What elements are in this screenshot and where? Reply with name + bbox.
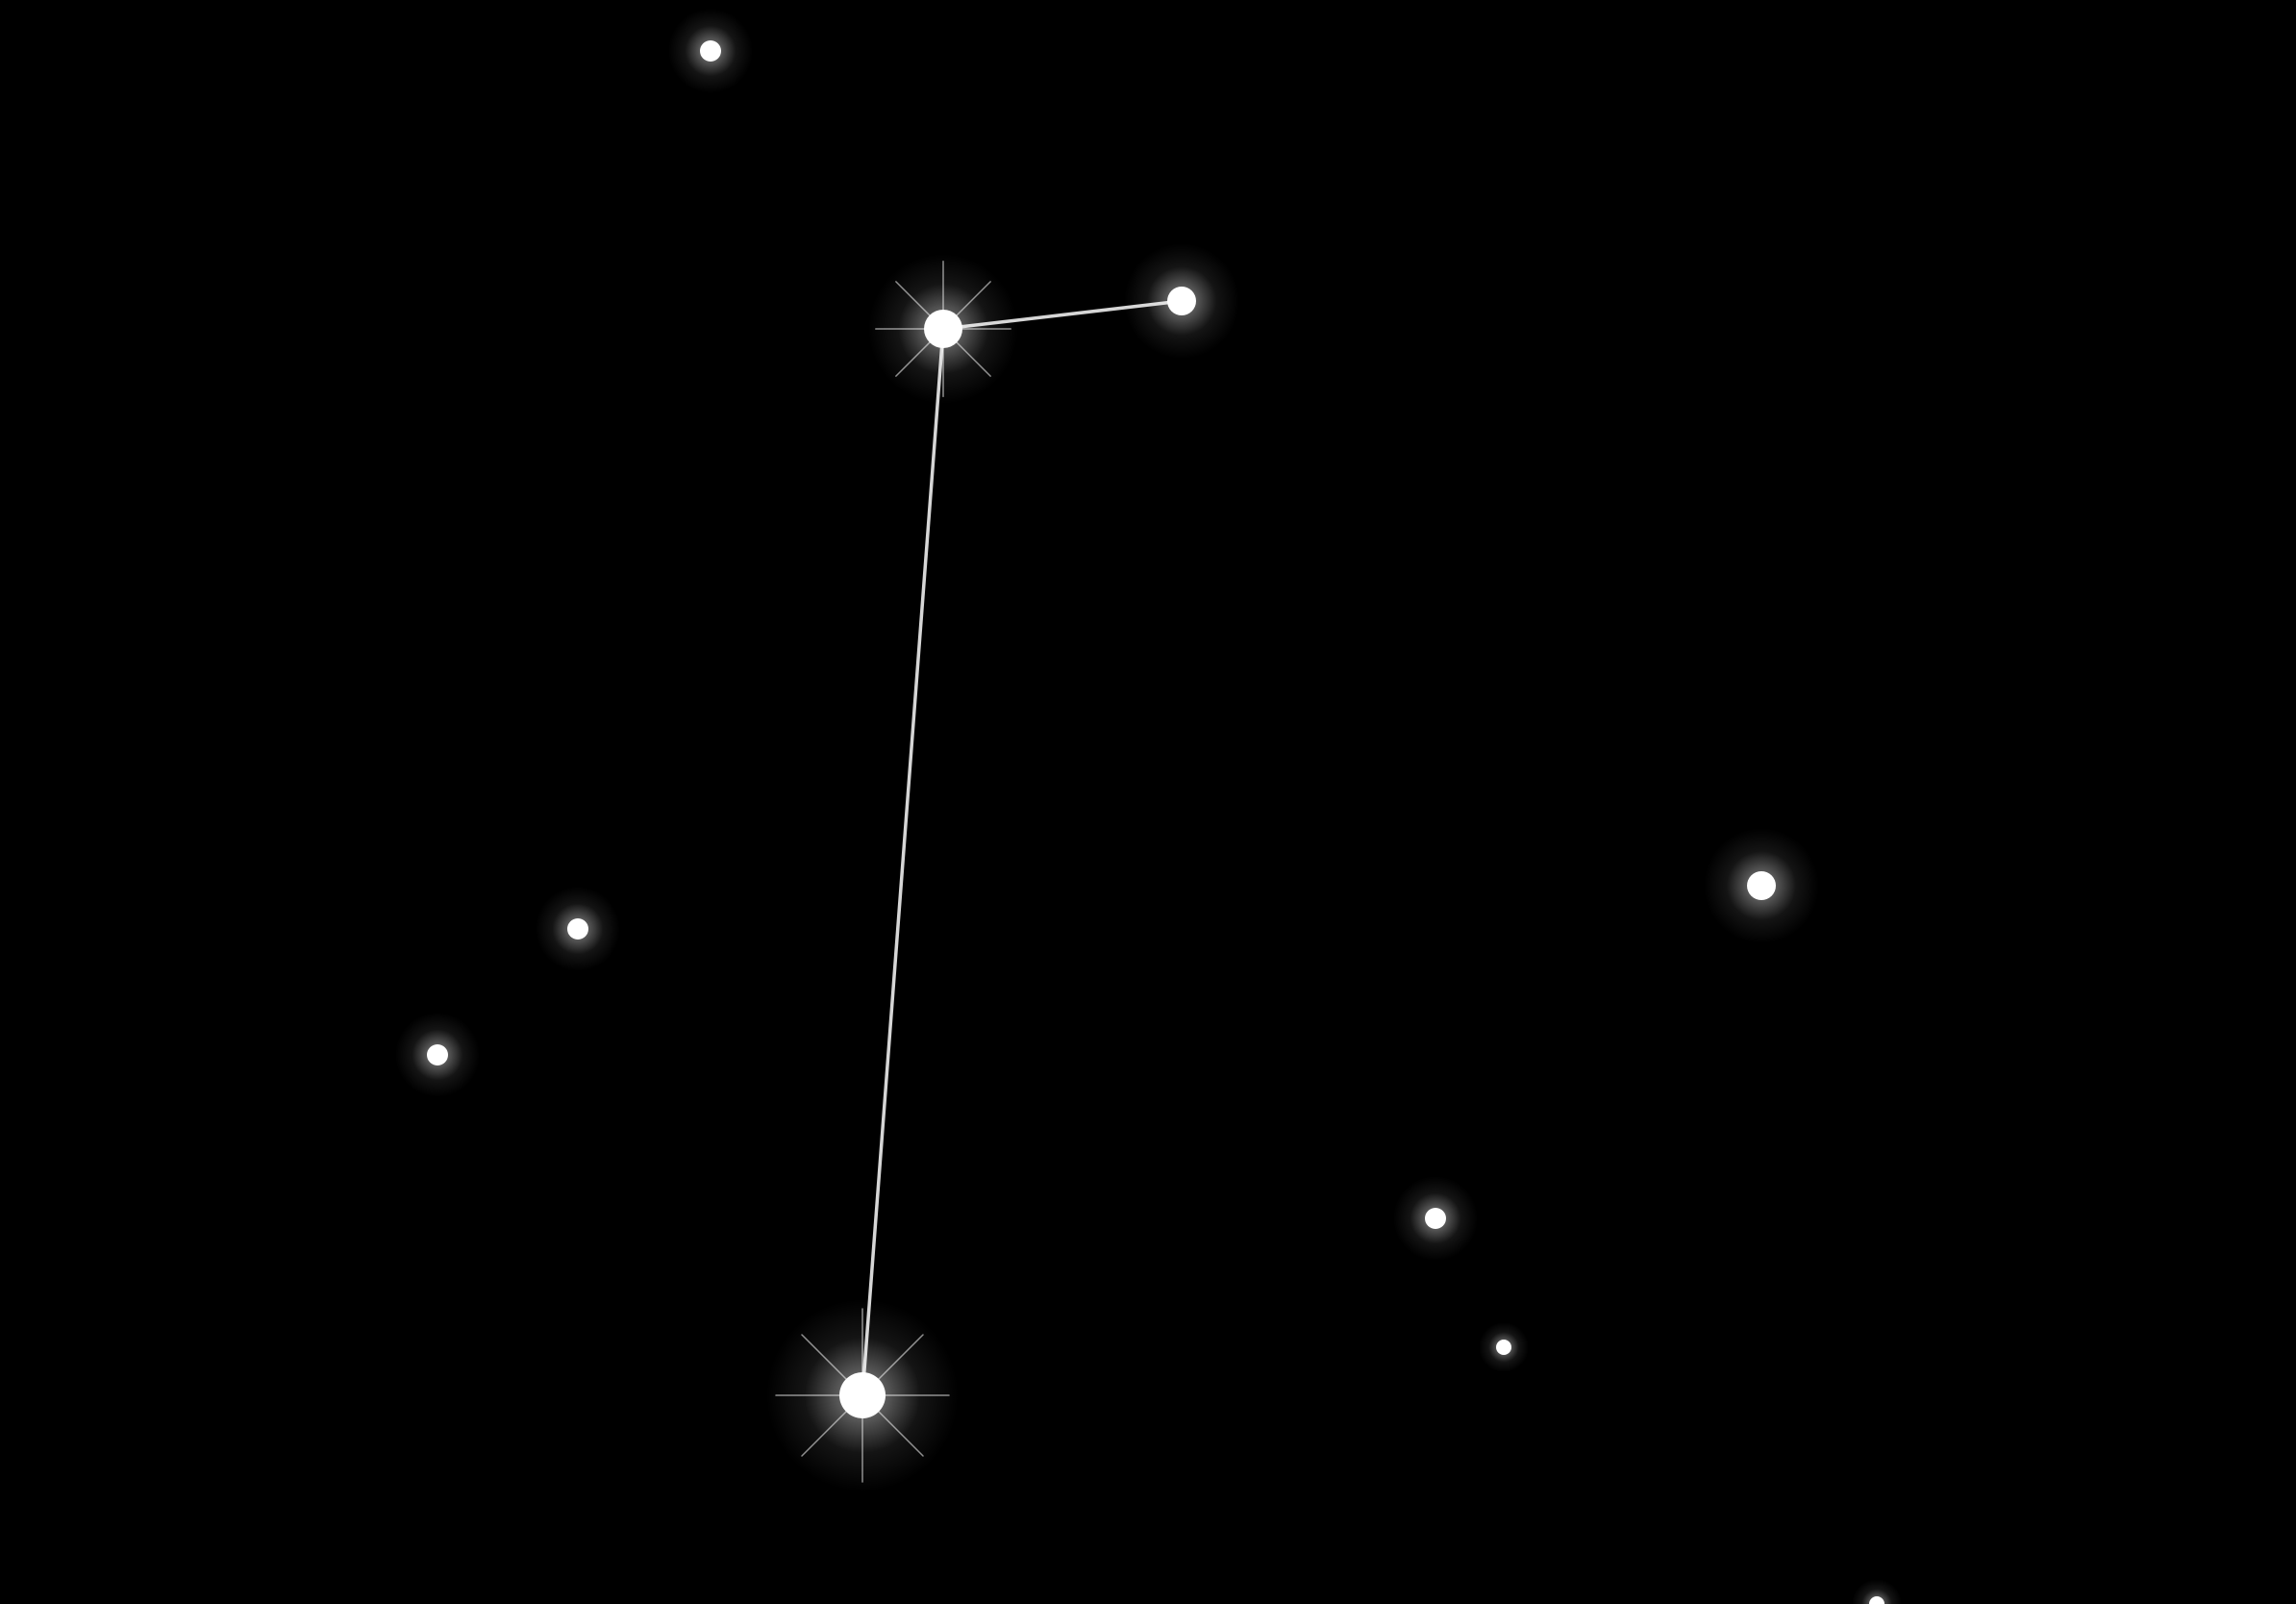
star-lower-right-small[interactable] bbox=[1479, 1322, 1529, 1372]
stars bbox=[395, 9, 1902, 1604]
star-right-middle[interactable] bbox=[1704, 828, 1819, 943]
star-upper-right[interactable] bbox=[1124, 243, 1239, 359]
star-core bbox=[567, 918, 588, 940]
star-core bbox=[700, 40, 721, 62]
star-left-lower[interactable] bbox=[395, 1013, 480, 1097]
star-upper-left-bright[interactable] bbox=[868, 254, 1018, 404]
star-core bbox=[1496, 1340, 1511, 1355]
star-core bbox=[1425, 1208, 1446, 1229]
star-core bbox=[924, 310, 962, 348]
star-bottom-edge[interactable] bbox=[1852, 1579, 1902, 1604]
constellation-line-star-upper-left-bright-to-star-bottom-bright[interactable] bbox=[861, 327, 945, 1397]
star-core bbox=[1869, 1596, 1884, 1604]
star-core bbox=[839, 1372, 886, 1418]
star-left-middle[interactable] bbox=[536, 887, 620, 971]
star-core bbox=[427, 1044, 448, 1065]
star-core bbox=[1747, 871, 1776, 900]
constellation-lines bbox=[861, 299, 1184, 1397]
star-lower-right[interactable] bbox=[1393, 1176, 1478, 1261]
star-glow bbox=[1852, 1579, 1902, 1604]
star-top-small[interactable] bbox=[668, 9, 753, 93]
star-core bbox=[1167, 287, 1196, 315]
star-bottom-bright[interactable] bbox=[766, 1299, 959, 1491]
